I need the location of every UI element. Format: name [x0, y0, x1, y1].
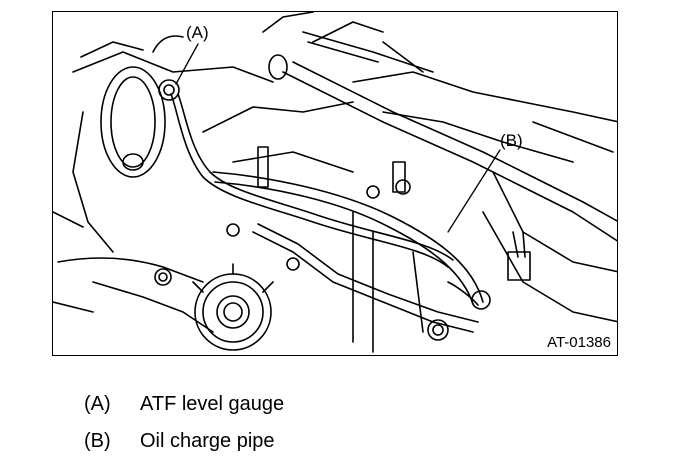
engine-illustration: (A) (B) AT-01386 [52, 11, 618, 356]
legend-text: ATF level gauge [140, 393, 285, 415]
lower-pipes [252, 223, 479, 341]
callout-a: (A) [186, 23, 209, 42]
legend-tag: (A) [84, 393, 111, 415]
engine-line-drawing [53, 12, 617, 353]
leader-lines [175, 43, 501, 233]
pulley [192, 263, 274, 351]
bolts [154, 146, 531, 286]
upper-hoses [268, 31, 617, 242]
legend-tag: (B) [84, 430, 111, 452]
intake-opening [100, 66, 166, 178]
atf-gauge-tube [158, 79, 454, 268]
figure-id: AT-01386 [547, 334, 611, 351]
legend-item: (B) Oil charge pipe [84, 423, 284, 460]
legend: (A) ATF level gauge (B) Oil charge pipe [84, 386, 284, 460]
housing-outlines [53, 12, 617, 353]
legend-text: Oil charge pipe [140, 430, 275, 452]
oil-charge-pipe [212, 171, 491, 310]
legend-item: (A) ATF level gauge [84, 386, 284, 423]
callout-b: (B) [500, 131, 523, 150]
